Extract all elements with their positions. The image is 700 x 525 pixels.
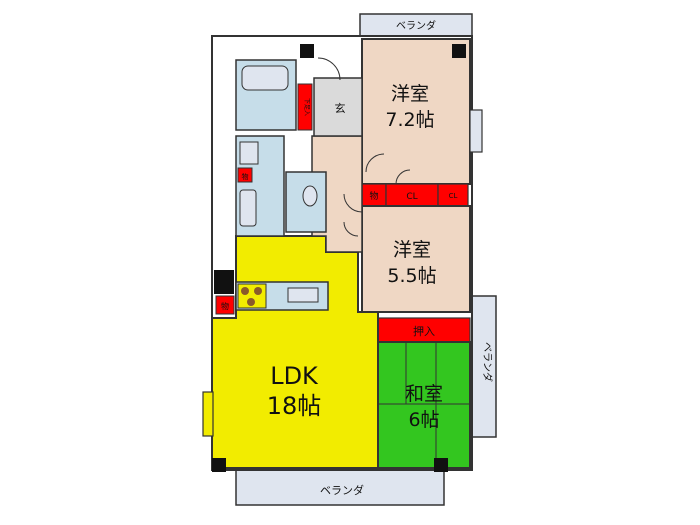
storage-mono-3-label: 物 [369,190,378,202]
room-ldk-size: 18帖 [267,392,322,420]
room-ldk [211,235,379,469]
storage-shitabako-label: 下足入 [303,98,310,116]
storage-cl-1-label: CL [406,192,417,202]
door-swing-ldk [343,221,359,237]
balcony-bottom-label: ベランダ [320,483,364,497]
entrance-label: 玄 [335,101,346,115]
room-japanese-name: 和室 [405,383,443,405]
room-western-1 [361,38,471,185]
storage-oshiire-label: 押入 [413,324,435,338]
storage-mono-1-label: 物 [242,172,249,181]
storage-mono-1 [237,167,253,183]
fridge [214,270,234,294]
burner-3 [247,298,255,306]
storage-oshiire [377,317,471,343]
washing-machine [239,189,257,227]
room-western-1-name: 洋室 [391,83,429,105]
column-2 [300,44,314,58]
room-western-2-size: 5.5帖 [387,265,436,287]
door-swing-western-2 [343,193,363,213]
column-3 [212,458,226,472]
balcony-top-label: ベランダ [396,19,436,32]
storage-cl-2-label: CL [449,192,458,200]
window-left [202,391,214,437]
balcony-right [471,295,497,438]
room-ldk-name: LDK [270,362,319,390]
bathtub [241,65,289,91]
column-4 [434,458,448,472]
room-western-1-size: 7.2帖 [385,109,434,131]
balcony-right-label: ベランダ [481,342,494,382]
room-western-2-name: 洋室 [393,239,431,261]
burner-2 [254,287,262,295]
window-right-1 [469,109,483,153]
burner-1 [241,287,249,295]
storage-mono-2 [215,295,235,315]
storage-mono-2-label: 物 [221,301,229,311]
toilet [302,185,318,207]
room-japanese [377,341,471,469]
door-swing-cl [395,169,411,185]
entrance [313,77,363,137]
sink [287,287,319,303]
room-western-2 [361,205,471,313]
column-1 [452,44,466,58]
front-door-swing [317,57,341,81]
storage-shitabako [297,83,313,131]
washbasin [239,141,259,165]
door-swing-western-1 [365,153,385,173]
room-japanese-size: 6帖 [408,409,439,431]
outer-wall [211,35,473,471]
